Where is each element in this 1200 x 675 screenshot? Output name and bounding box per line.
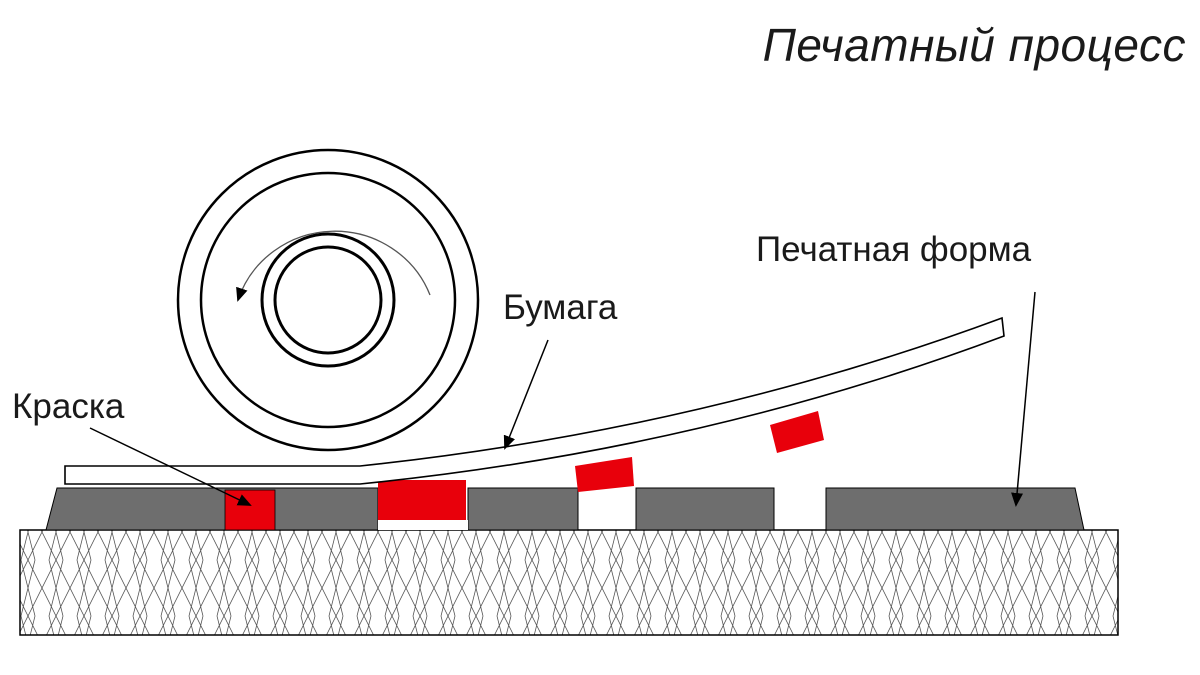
printing-plate <box>45 487 1085 531</box>
roller <box>176 148 480 452</box>
ink-on-paper <box>770 411 824 453</box>
plate-segment <box>467 487 579 531</box>
label-ink: Краска <box>12 387 125 426</box>
paper-sheet <box>64 316 1005 485</box>
plate-segment <box>45 487 379 531</box>
counterclockwise-arrow-icon <box>236 230 431 302</box>
diagram-title: Печатный процесс <box>762 19 1186 71</box>
ink-on-paper <box>575 457 634 492</box>
ink-block <box>378 480 466 520</box>
plate-segment <box>635 487 775 531</box>
label-paper: Бумага <box>503 288 618 327</box>
plate-segment <box>825 487 1085 531</box>
leader-line-paper <box>503 339 549 450</box>
base-substrate <box>19 529 1119 636</box>
leader-line-form <box>1011 291 1036 507</box>
plate-gap <box>378 520 468 530</box>
leader-line-ink <box>89 427 252 506</box>
label-printing-form: Печатная форма <box>756 230 1032 269</box>
